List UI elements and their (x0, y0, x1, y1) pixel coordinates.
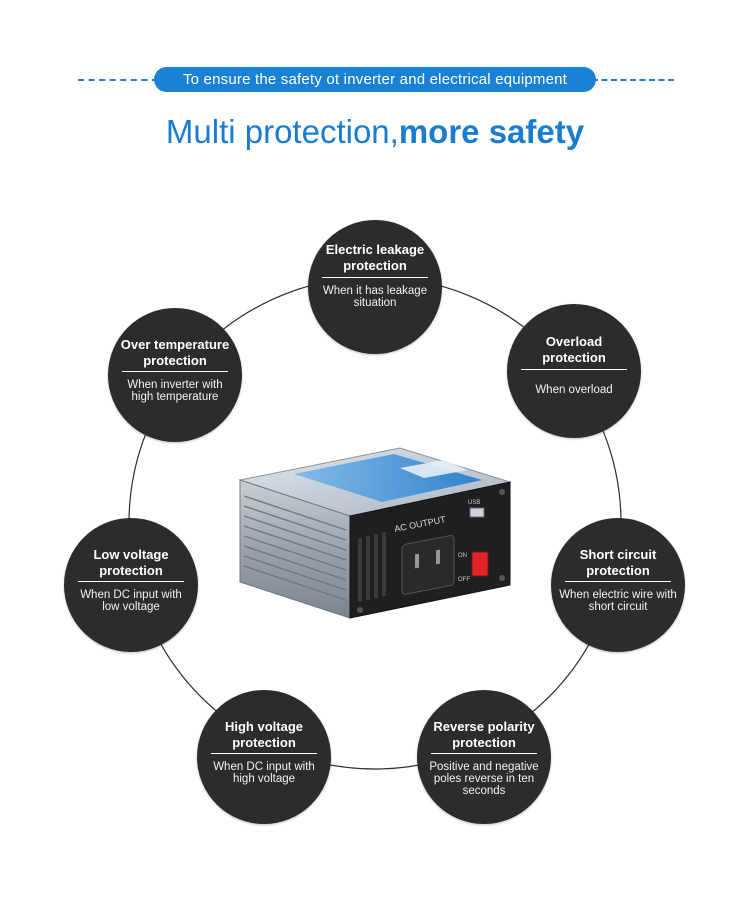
page-title-light: Multi protection, (165, 113, 399, 150)
protection-desc: When inverter with high temperature (127, 379, 223, 403)
page-title-bold: more safety (398, 113, 585, 150)
switch-on-label: ON (458, 553, 467, 559)
banner-dash-left (78, 79, 158, 81)
protection-divider (211, 753, 317, 754)
banner-dash-right (592, 79, 674, 81)
inverter-device-icon: AC OUTPUT USB ON OFF (238, 447, 512, 619)
protection-title: Low voltage protection (93, 547, 169, 578)
protection-overload: Overload protection When overload (507, 304, 641, 438)
protection-low-voltage: Low voltage protection When DC input wit… (64, 518, 198, 652)
protection-desc: When DC input with high voltage (213, 761, 315, 785)
protection-short-circuit: Short circuit protection When electric w… (551, 518, 685, 652)
protection-title: Over temperature protection (120, 337, 230, 368)
protection-desc: When DC input with low voltage (80, 589, 182, 613)
protection-title: Overload protection (542, 334, 606, 365)
protection-desc: Positive and negative poles reverse in t… (429, 761, 539, 797)
switch-off-label: OFF (458, 577, 470, 583)
protection-divider (122, 371, 228, 372)
protection-divider (78, 581, 184, 582)
protection-reverse-polarity: Reverse polarity protection Positive and… (417, 690, 551, 824)
protection-divider (565, 581, 671, 582)
protection-divider (431, 753, 537, 754)
protection-title: Reverse polarity protection (433, 719, 535, 750)
protection-title: Short circuit protection (579, 547, 657, 578)
protection-title: High voltage protection (224, 719, 303, 750)
protection-over-temperature: Over temperature protection When inverte… (108, 308, 242, 442)
protection-divider (521, 369, 627, 370)
protection-desc: When electric wire with short circuit (559, 589, 677, 613)
protection-electric-leakage: Electric leakage protection When it has … (308, 220, 442, 354)
protection-high-voltage: High voltage protection When DC input wi… (197, 690, 331, 824)
protection-title: Electric leakage protection (325, 242, 425, 273)
protection-desc: When it has leakage situation (322, 285, 428, 309)
protection-desc: When overload (535, 384, 613, 396)
page-title: Multi protection,more safety (0, 110, 750, 154)
banner-pill: To ensure the safety ot inverter and ele… (154, 67, 596, 92)
protection-divider (322, 277, 428, 278)
usb-label: USB (468, 500, 480, 506)
